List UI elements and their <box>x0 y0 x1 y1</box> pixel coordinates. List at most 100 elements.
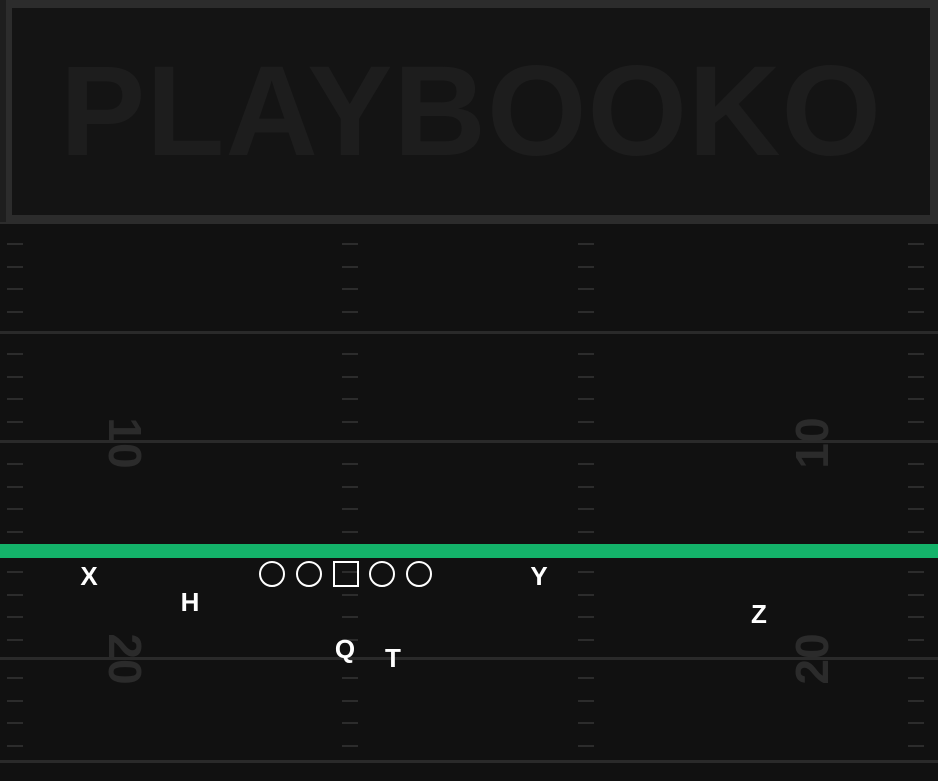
hash-mark <box>7 288 23 290</box>
hash-mark <box>342 288 358 290</box>
hash-mark <box>578 421 594 423</box>
lineman-center[interactable] <box>333 561 359 587</box>
hash-mark <box>908 531 924 533</box>
hash-mark <box>578 463 594 465</box>
player-y[interactable]: Y <box>530 561 548 591</box>
hash-mark <box>578 700 594 702</box>
player-x[interactable]: X <box>80 561 98 591</box>
hash-mark <box>578 486 594 488</box>
hash-mark <box>908 508 924 510</box>
hash-mark <box>908 421 924 423</box>
hash-mark <box>342 311 358 313</box>
lineman-left-guard[interactable] <box>296 561 322 587</box>
hash-mark <box>908 311 924 313</box>
hash-mark <box>578 266 594 268</box>
hash-mark <box>342 722 358 724</box>
hash-mark <box>7 531 23 533</box>
hash-mark <box>7 700 23 702</box>
hash-mark <box>342 745 358 747</box>
hash-mark <box>578 353 594 355</box>
hash-mark <box>578 571 594 573</box>
hash-mark <box>7 639 23 641</box>
lineman-left-tackle[interactable] <box>259 561 285 587</box>
hash-mark <box>578 376 594 378</box>
hash-mark <box>7 243 23 245</box>
hash-mark <box>7 571 23 573</box>
hash-mark <box>342 616 358 618</box>
hash-mark <box>908 288 924 290</box>
yard-line <box>0 440 938 443</box>
hash-mark <box>7 745 23 747</box>
hash-mark <box>342 594 358 596</box>
line-of-scrimmage <box>0 544 938 558</box>
hash-mark <box>578 594 594 596</box>
hash-mark <box>908 594 924 596</box>
hash-mark <box>578 288 594 290</box>
hash-mark <box>908 243 924 245</box>
hash-mark <box>7 616 23 618</box>
hash-mark <box>908 745 924 747</box>
hash-mark <box>342 376 358 378</box>
hash-mark <box>7 677 23 679</box>
hash-mark <box>342 243 358 245</box>
hash-mark <box>578 722 594 724</box>
player-t[interactable]: T <box>385 643 401 673</box>
yard-number-right-upper: 10 <box>786 417 838 469</box>
hash-mark <box>7 376 23 378</box>
hash-mark <box>908 722 924 724</box>
hash-mark <box>578 616 594 618</box>
hash-mark <box>342 531 358 533</box>
hash-mark <box>578 531 594 533</box>
hash-mark <box>7 508 23 510</box>
hash-mark <box>908 639 924 641</box>
hash-mark <box>7 421 23 423</box>
hash-mark <box>7 463 23 465</box>
endzone-left-edge <box>0 0 6 222</box>
hash-mark <box>578 311 594 313</box>
hash-mark <box>342 486 358 488</box>
hash-mark <box>7 353 23 355</box>
hash-mark <box>7 398 23 400</box>
endzone-title: PLAYBOOKO <box>59 39 883 183</box>
hash-mark <box>908 353 924 355</box>
lineman-right-guard[interactable] <box>369 561 395 587</box>
hash-mark <box>908 376 924 378</box>
endzone-panel <box>12 8 930 215</box>
lineman-right-tackle[interactable] <box>406 561 432 587</box>
hash-mark <box>908 486 924 488</box>
hash-mark <box>578 508 594 510</box>
hash-mark <box>908 398 924 400</box>
player-q[interactable]: Q <box>334 634 356 664</box>
yard-line <box>0 657 938 660</box>
hash-mark <box>908 700 924 702</box>
hash-mark <box>908 571 924 573</box>
hash-mark <box>908 266 924 268</box>
hash-mark <box>908 616 924 618</box>
hash-mark <box>342 398 358 400</box>
hash-mark <box>908 677 924 679</box>
yard-number-right-lower: 20 <box>786 633 838 685</box>
hash-mark <box>578 639 594 641</box>
hash-mark <box>578 243 594 245</box>
hash-mark <box>7 311 23 313</box>
hash-mark <box>7 594 23 596</box>
player-h[interactable]: H <box>180 587 200 617</box>
yard-number-left-lower: 20 <box>99 633 151 685</box>
hash-mark <box>342 266 358 268</box>
hash-mark <box>342 353 358 355</box>
hash-mark <box>578 745 594 747</box>
hash-mark <box>342 700 358 702</box>
hash-mark <box>578 677 594 679</box>
hash-mark <box>342 571 358 573</box>
hash-mark <box>342 639 358 641</box>
hash-mark <box>7 266 23 268</box>
hash-mark <box>578 398 594 400</box>
hash-mark <box>7 486 23 488</box>
yard-number-left-upper: 10 <box>99 417 151 469</box>
hash-mark <box>7 722 23 724</box>
player-z[interactable]: Z <box>751 599 767 629</box>
hash-mark <box>342 421 358 423</box>
hash-mark <box>908 463 924 465</box>
hash-mark <box>342 463 358 465</box>
